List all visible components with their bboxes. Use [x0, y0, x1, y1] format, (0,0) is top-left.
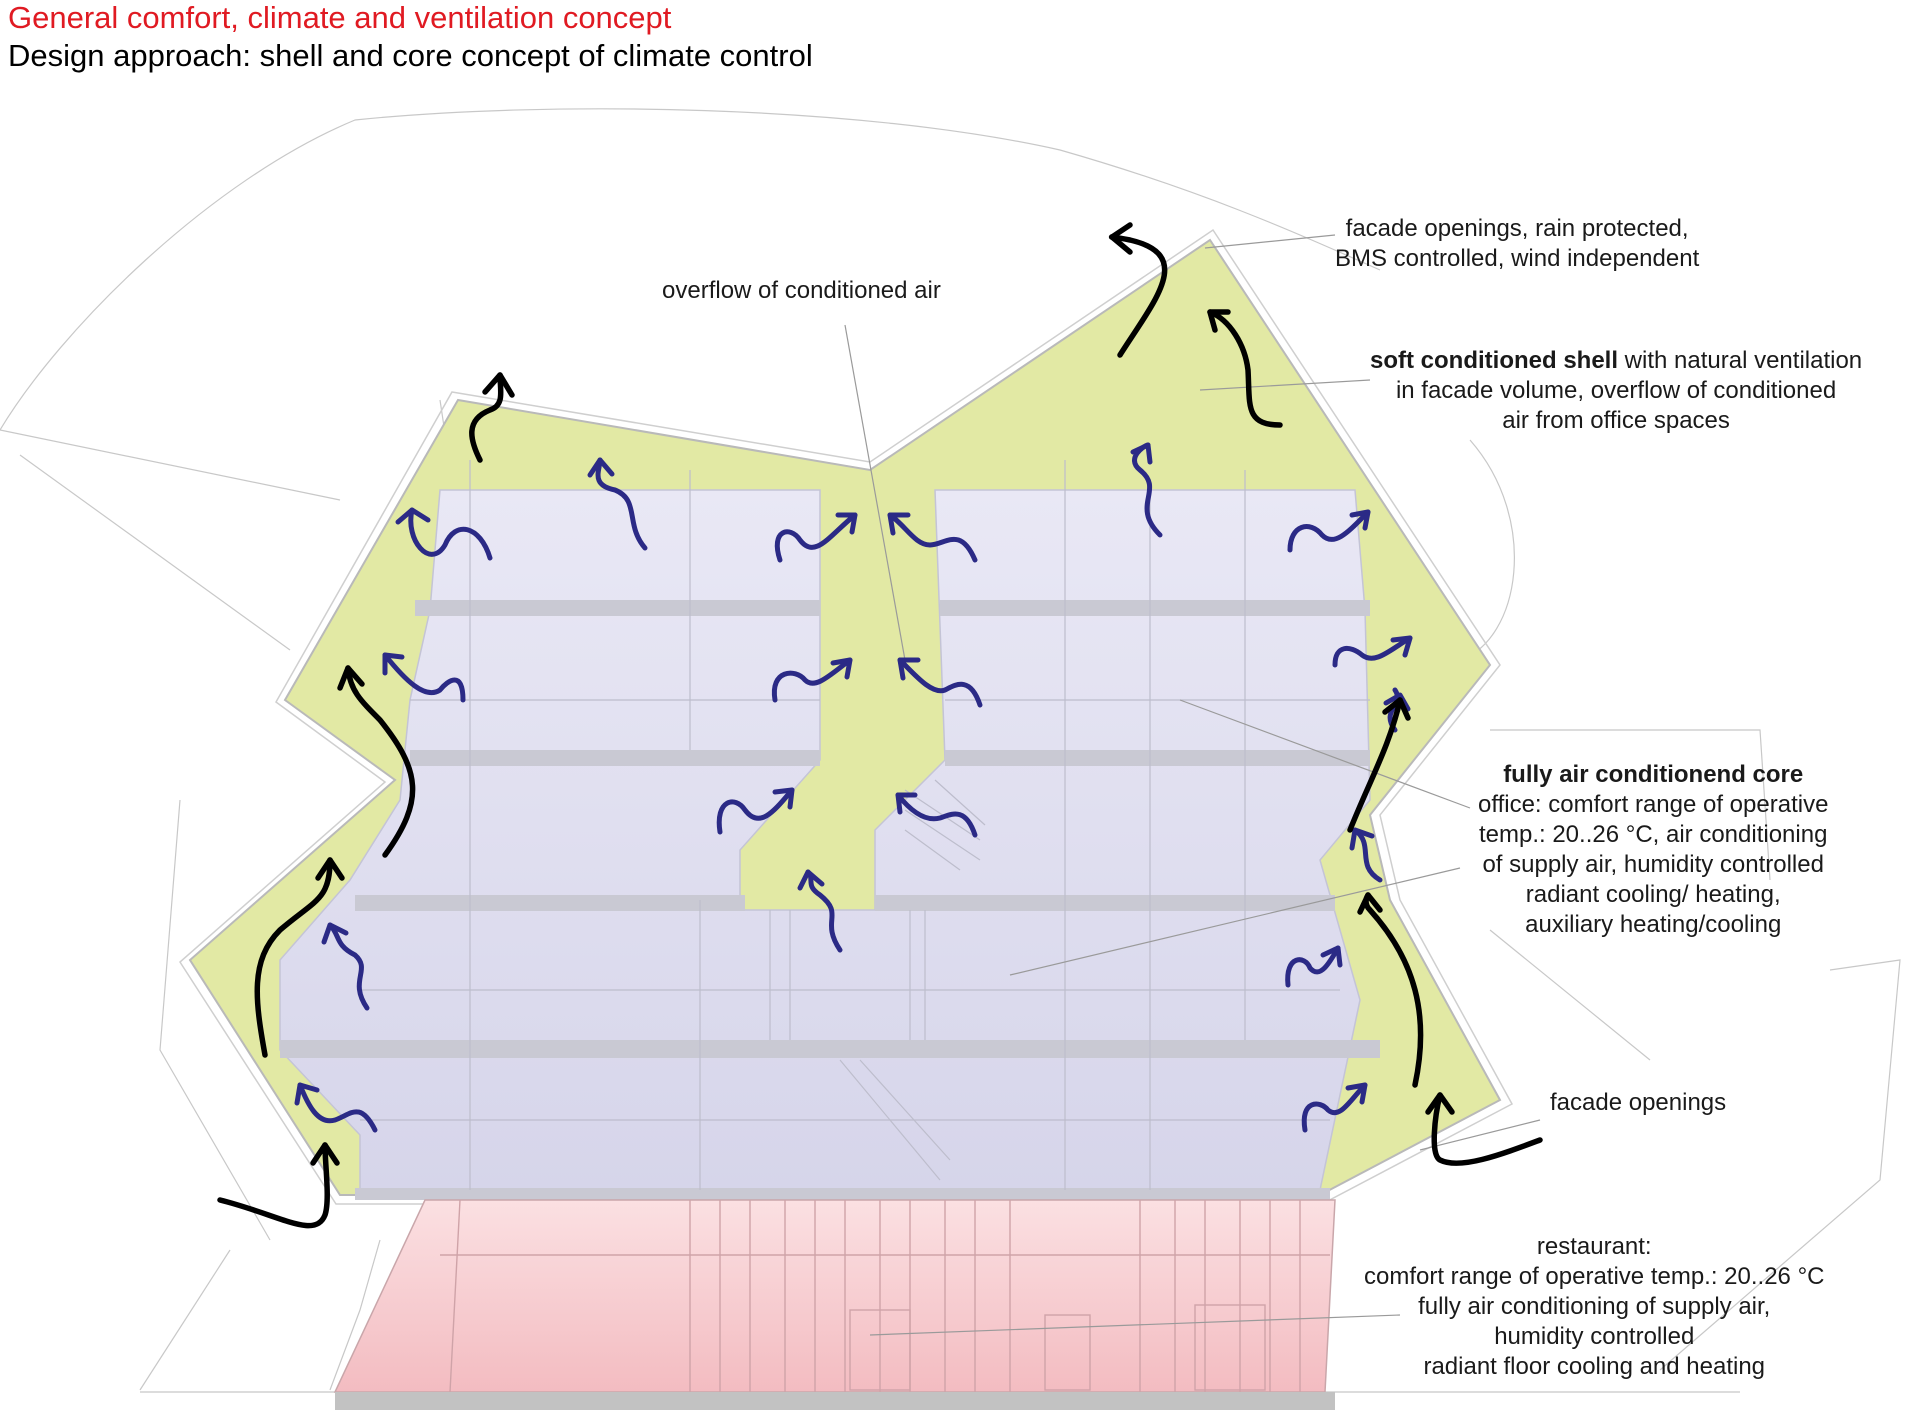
blue-arrow [395, 507, 493, 561]
blue-arrow [1332, 635, 1413, 668]
blue-arrow [1287, 509, 1371, 553]
shell-outer-outline [179, 228, 1514, 1205]
conditioned-air-arrows [294, 442, 1413, 1133]
blue-arrow [1285, 945, 1343, 988]
blue-arrow [774, 512, 858, 563]
black-arrow [469, 372, 515, 463]
restaurant-label: restaurant: comfort range of operative t… [1364, 1233, 1825, 1380]
interior-lines [360, 460, 1370, 1190]
black-arrow [1207, 309, 1283, 428]
blue-arrow [1130, 442, 1163, 538]
black-arrow [217, 1142, 340, 1229]
blue-arrow [587, 457, 648, 551]
black-arrow [337, 665, 416, 858]
blue-arrow [895, 792, 978, 838]
blue-arrow [294, 1082, 378, 1133]
blue-arrow [716, 787, 795, 835]
blue-arrow [1301, 1082, 1368, 1133]
diagram-subtitle: Design approach: shell and core concept … [8, 38, 813, 73]
blue-arrow [797, 869, 843, 953]
core-label: fully air conditionend core office: comf… [1478, 761, 1829, 938]
leader-lines [844, 234, 1541, 1336]
black-arrow [1357, 892, 1424, 1088]
black-arrow [254, 857, 345, 1058]
floor-slabs [280, 600, 1380, 1200]
blue-arrow [771, 657, 853, 703]
blue-arrow [1349, 827, 1383, 883]
black-arrow [1108, 222, 1168, 358]
blue-arrow [897, 657, 983, 708]
restaurant-mullions [440, 1199, 1330, 1393]
black-arrow [1425, 1092, 1543, 1166]
ground-slab [335, 1392, 1335, 1410]
soft-shell-label: soft conditioned shell with natural vent… [1370, 347, 1863, 434]
natural-ventilation-arrows [217, 222, 1543, 1229]
overflow-label: overflow of conditioned air [662, 277, 941, 304]
restaurant-volume [333, 1199, 1336, 1393]
facade-openings-rain-protected-label: facade openings, rain protected, BMS con… [1335, 215, 1700, 272]
blue-arrow [887, 512, 978, 563]
black-arrow [1347, 697, 1411, 833]
blue-arrow [382, 652, 466, 703]
blue-arrow [321, 922, 370, 1011]
diagram-title: General comfort, climate and ventilation… [8, 0, 672, 35]
facade-openings-label: facade openings [1550, 1089, 1727, 1116]
